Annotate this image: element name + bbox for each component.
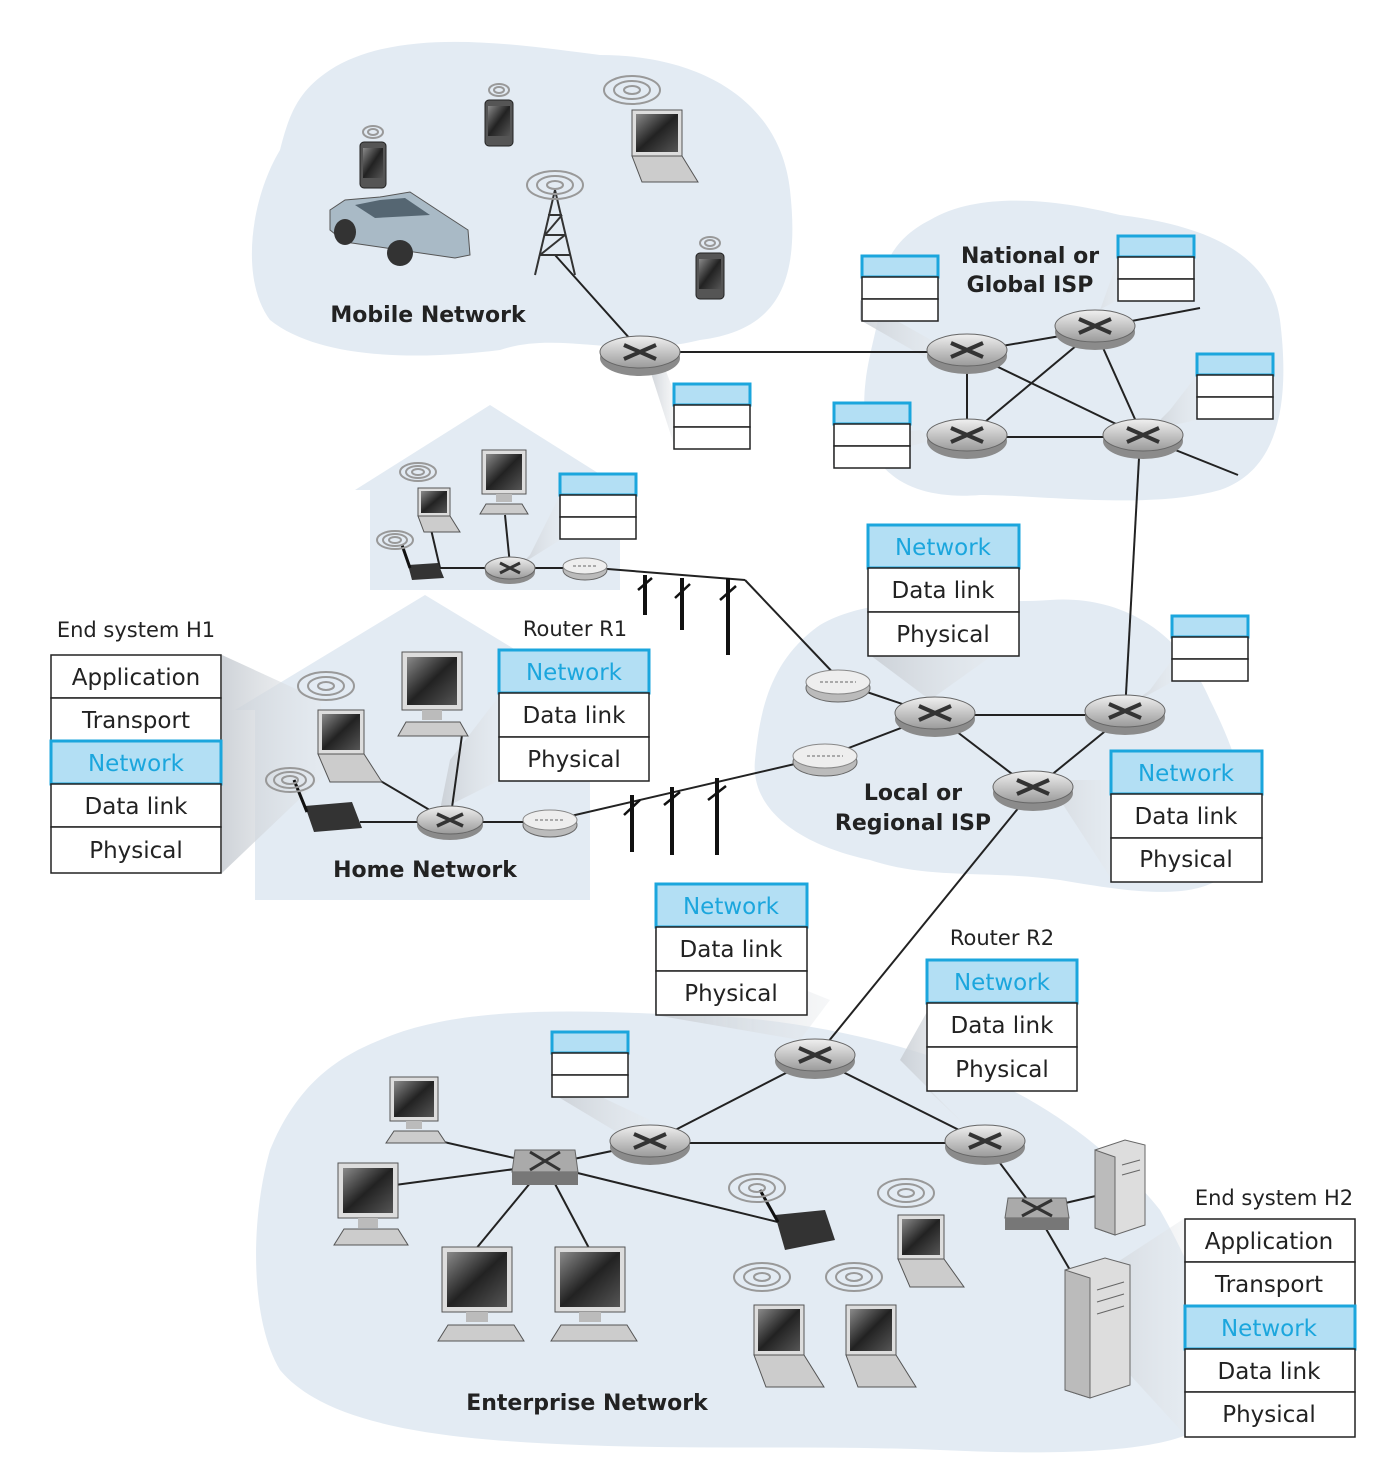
router-mobile	[599, 335, 681, 376]
r2-physical-layer: Physical	[955, 1057, 1049, 1083]
laptop-icon	[603, 75, 699, 183]
mini-stack	[558, 472, 638, 540]
phone-icon	[359, 125, 387, 189]
switch-enterprise-left	[511, 1149, 579, 1185]
modem-upper-home	[562, 557, 608, 581]
phone-icon	[484, 83, 514, 147]
access-point-lower-home	[265, 767, 362, 832]
local-right-network-layer: Network	[1138, 761, 1235, 787]
router-local-2	[1084, 694, 1166, 735]
router-home-upper	[484, 556, 536, 584]
local-isp-upper-stack: Network Data link Physical	[866, 523, 1021, 657]
pole-crossbars	[623, 577, 737, 816]
router-r1-stack: Network Data link Physical	[497, 648, 651, 782]
laptop-icon	[825, 1262, 917, 1388]
mini-stack	[1195, 352, 1275, 420]
h1-physical-layer: Physical	[89, 838, 183, 864]
server-icon	[1064, 1257, 1131, 1399]
router-r2-title: Router R2	[950, 926, 1054, 950]
r1-network-layer: Network	[526, 660, 623, 686]
local-upper-physical-layer: Physical	[896, 622, 990, 648]
router-national-2	[1054, 309, 1136, 350]
modem-local-upper	[805, 669, 871, 703]
enterprise-network-label: Enterprise Network	[466, 1391, 709, 1416]
r2-network-layer: Network	[954, 970, 1051, 996]
laptop-icon	[733, 1262, 825, 1388]
local-upper-data-link-layer: Data link	[892, 578, 996, 604]
national-isp-label-line2: Global ISP	[967, 273, 1094, 298]
h2-data-link-layer: Data link	[1218, 1359, 1322, 1385]
home-network-label: Home Network	[333, 858, 518, 883]
desktop-icon	[397, 651, 469, 737]
r2-data-link-layer: Data link	[951, 1013, 1055, 1039]
h1-data-link-layer: Data link	[85, 794, 189, 820]
mini-stack	[1116, 234, 1196, 302]
mini-stack	[550, 1030, 630, 1098]
desktop-icon	[479, 449, 529, 515]
desktop-icon	[437, 1246, 525, 1342]
router-national-3	[926, 418, 1008, 459]
router-local-1	[894, 696, 976, 737]
mini-stack	[1170, 614, 1250, 682]
router-local-3	[992, 770, 1074, 811]
home-house-upper	[355, 405, 625, 590]
end-system-h1-title: End system H1	[57, 618, 215, 642]
local-isp-label-line2: Regional ISP	[835, 811, 991, 836]
mini-stack	[832, 401, 912, 469]
router-enterprise-right	[944, 1124, 1026, 1165]
router-r1	[416, 805, 484, 840]
end-system-h2-title: End system H2	[1195, 1186, 1353, 1210]
access-point-upper-home	[376, 530, 444, 580]
local-isp-right-stack: Network Data link Physical	[1109, 749, 1264, 883]
local-isp-label-line1: Local or	[864, 781, 962, 806]
desktop-icon	[333, 1162, 409, 1246]
h1-network-layer: Network	[88, 751, 185, 777]
desktop-icon	[550, 1246, 638, 1342]
enterprise-upper-stack: Network Data link Physical	[654, 882, 809, 1016]
enterprise-network-cloud	[256, 1011, 1217, 1453]
cell-tower-icon	[526, 170, 584, 276]
local-right-physical-layer: Physical	[1139, 847, 1233, 873]
end-system-h1-stack: Application Transport Network Data link …	[49, 654, 223, 874]
router-r2	[774, 1038, 856, 1079]
modem-local-lower	[792, 743, 858, 777]
router-national-4	[1102, 418, 1184, 459]
h2-network-layer: Network	[1221, 1316, 1318, 1342]
r1-physical-layer: Physical	[527, 747, 621, 773]
access-point-enterprise	[728, 1173, 835, 1250]
h2-application-layer: Application	[1205, 1229, 1334, 1255]
local-right-data-link-layer: Data link	[1135, 804, 1239, 830]
enterprise-network-layer: Network	[683, 894, 780, 920]
mini-stack	[672, 382, 752, 450]
phone-icon	[695, 236, 725, 300]
laptop-icon	[877, 1178, 965, 1288]
end-system-h2-stack: Application Transport Network Data link …	[1183, 1218, 1357, 1438]
router-national-1	[926, 333, 1008, 374]
h1-transport-layer: Transport	[81, 708, 190, 734]
local-upper-network-layer: Network	[895, 535, 992, 561]
national-isp-label-line1: National or	[961, 244, 1099, 269]
laptop-icon	[297, 671, 383, 783]
router-r2-stack: Network Data link Physical	[925, 958, 1079, 1092]
router-r1-title: Router R1	[523, 617, 627, 641]
mobile-network-label: Mobile Network	[330, 303, 527, 328]
modem-lower-home	[522, 809, 578, 838]
mini-stack	[860, 254, 940, 322]
switch-enterprise-right	[1004, 1197, 1070, 1230]
r1-data-link-layer: Data link	[523, 703, 627, 729]
desktop-icon	[385, 1076, 447, 1144]
enterprise-physical-layer: Physical	[684, 981, 778, 1007]
laptop-icon	[399, 462, 461, 533]
enterprise-data-link-layer: Data link	[680, 937, 784, 963]
server-icon	[1094, 1139, 1146, 1236]
h2-transport-layer: Transport	[1214, 1272, 1323, 1298]
h2-physical-layer: Physical	[1222, 1402, 1316, 1428]
car-icon	[329, 191, 471, 266]
router-enterprise-left	[609, 1124, 691, 1165]
h1-application-layer: Application	[72, 665, 201, 691]
